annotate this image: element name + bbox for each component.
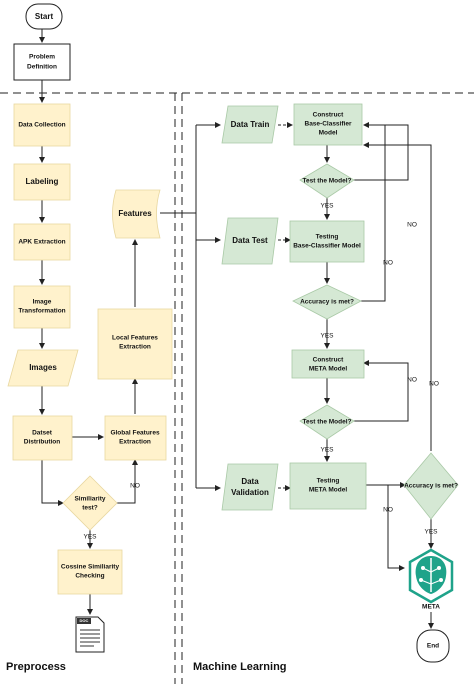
edge-label-yes-accuracy1: YES xyxy=(320,333,334,340)
global-features-node: Global Features Extraction xyxy=(104,415,167,461)
svg-text:META Model: META Model xyxy=(309,487,347,494)
edge-label-yes-test2: YES xyxy=(320,447,334,454)
svg-text:Base-Classifier Model: Base-Classifier Model xyxy=(293,243,361,250)
similarity-test-decision: Similiarity test? xyxy=(62,475,118,531)
svg-text:Definition: Definition xyxy=(27,64,57,71)
svg-text:Test the Model?: Test the Model? xyxy=(303,419,352,426)
svg-text:META Model: META Model xyxy=(309,366,347,373)
construct-meta-node: Construct META Model xyxy=(291,349,365,379)
svg-text:Images: Images xyxy=(29,363,57,372)
svg-text:Extraction: Extraction xyxy=(119,344,151,351)
document-icon: DOC xyxy=(75,616,105,653)
svg-text:Accuracy is met?: Accuracy is met? xyxy=(300,299,354,306)
svg-text:Validation: Validation xyxy=(231,488,269,497)
svg-text:Start: Start xyxy=(35,12,54,21)
svg-text:test?: test? xyxy=(82,505,98,512)
local-features-node: Local Features Extraction xyxy=(97,308,173,380)
svg-text:Labeling: Labeling xyxy=(26,177,59,186)
svg-text:Test the Model?: Test the Model? xyxy=(303,178,352,185)
svg-text:End: End xyxy=(427,643,439,650)
svg-text:APK Extraction: APK Extraction xyxy=(18,239,65,246)
testing-meta-node: Testing META Model xyxy=(289,462,367,510)
section-label-machine-learning: Machine Learning xyxy=(193,661,287,673)
cosine-similarity-node: Cossine Similiarity Checking xyxy=(57,549,123,595)
problem-definition-node: Problem Definition xyxy=(13,43,71,81)
start-node: Start xyxy=(25,3,63,30)
edge-label-yes-accuracy2: YES xyxy=(424,529,438,536)
svg-text:Data: Data xyxy=(241,477,259,486)
edge-label-no-accuracy2: NO xyxy=(429,381,439,388)
svg-text:Features: Features xyxy=(118,209,152,218)
svg-text:Problem: Problem xyxy=(29,54,55,61)
test-model-decision-2: Test the Model? xyxy=(299,404,355,440)
data-train-node: Data Train xyxy=(221,105,279,144)
svg-text:Image: Image xyxy=(33,299,52,306)
svg-text:Local Features: Local Features xyxy=(112,335,158,342)
svg-text:Extraction: Extraction xyxy=(119,439,151,446)
svg-text:Base-Classifier: Base-Classifier xyxy=(305,121,352,128)
svg-text:Data Train: Data Train xyxy=(231,120,270,129)
svg-text:Accuracy is met?: Accuracy is met? xyxy=(404,483,458,490)
svg-text:Global Features: Global Features xyxy=(110,430,160,437)
svg-text:Cossine Similiarity: Cossine Similiarity xyxy=(61,564,120,571)
edge-label-yes-test1: YES xyxy=(320,203,334,210)
svg-text:Testing: Testing xyxy=(316,234,339,241)
svg-text:Testing: Testing xyxy=(317,478,340,485)
construct-base-classifier-node: Construct Base-Classifier Model xyxy=(293,103,363,146)
edge-label-no-test1: NO xyxy=(407,222,417,229)
svg-text:Construct: Construct xyxy=(313,357,345,364)
svg-text:Model: Model xyxy=(319,130,338,137)
svg-text:Checking: Checking xyxy=(75,573,104,580)
edge-label-yes-similarity: YES xyxy=(83,534,97,541)
accuracy-decision-1: Accuracy is met? xyxy=(292,284,362,320)
svg-text:DOC: DOC xyxy=(80,618,89,623)
test-model-decision-1: Test the Model? xyxy=(299,163,355,199)
edge-label-no-accuracy1: NO xyxy=(383,260,393,267)
dataset-distribution-node: Datset Distribution xyxy=(12,415,73,461)
svg-text:Similiarity: Similiarity xyxy=(74,496,105,503)
data-validation-node: Data Validation xyxy=(221,463,279,511)
edges xyxy=(39,29,434,629)
meta-label: META xyxy=(422,604,440,611)
images-node: Images xyxy=(7,349,79,387)
features-node: Features xyxy=(112,189,161,239)
testing-base-classifier-node: Testing Base-Classifier Model xyxy=(289,220,365,263)
svg-text:Data Test: Data Test xyxy=(232,236,268,245)
svg-text:Distribution: Distribution xyxy=(24,439,60,446)
apk-extraction-node: APK Extraction xyxy=(13,223,71,261)
edge-label-no-meta: NO xyxy=(383,507,393,514)
labeling-node: Labeling xyxy=(13,163,71,201)
svg-text:Datset: Datset xyxy=(32,430,53,437)
data-test-node: Data Test xyxy=(221,217,279,265)
edge-label-no-similarity: NO xyxy=(130,483,140,490)
svg-text:Data Collection: Data Collection xyxy=(18,122,65,129)
end-node: End xyxy=(416,629,450,663)
svg-text:Transformation: Transformation xyxy=(18,308,65,315)
image-transformation-node: Image Transformation xyxy=(13,285,71,329)
edge-label-no-test2: NO xyxy=(407,377,417,384)
section-label-preprocess: Preprocess xyxy=(6,661,66,673)
accuracy-decision-2: Accuracy is met? xyxy=(403,452,459,520)
svg-text:Construct: Construct xyxy=(313,112,345,119)
meta-brain-icon xyxy=(408,548,454,604)
data-collection-node: Data Collection xyxy=(13,103,71,147)
